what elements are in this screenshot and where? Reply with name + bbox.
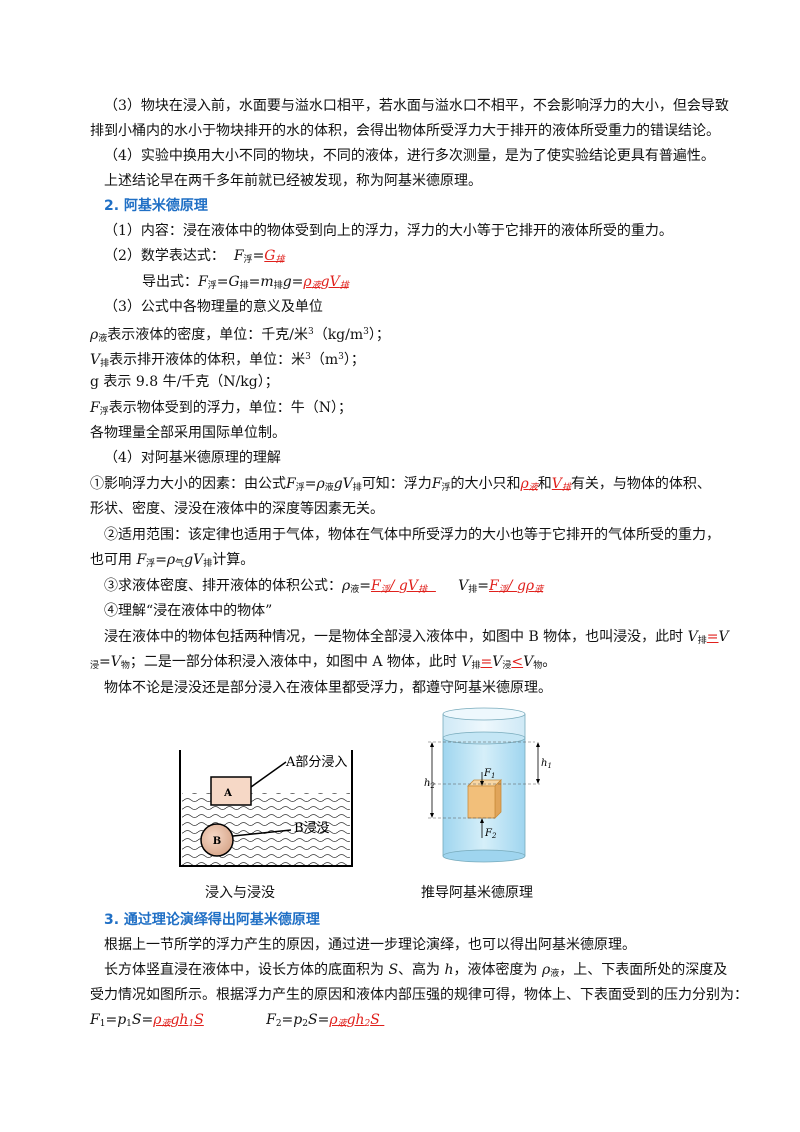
pressure-formulas: F1=p1S=ρ液gh1S F2=p2S=ρ液gh2S — [90, 1010, 384, 1034]
answer-v-formula: F浮/ gρ液 — [489, 578, 544, 595]
derive-label: 导出式： — [142, 274, 198, 290]
answer-equal: = — [706, 629, 719, 645]
paragraph-5: 上述结论早在两千多年前就已经被发现，称为阿基米德原理。 — [104, 173, 482, 189]
leader-b — [232, 829, 292, 837]
understand-2b: 也可用 F浮=ρ气gV排计算。 — [90, 552, 255, 569]
paragraph-3b: 排到小桶内的水小于物块排开的水的体积，会得出物体所受浮力大于排开的液体所受重力的… — [90, 123, 720, 139]
leader-a — [250, 761, 287, 788]
f2-arrow-head — [480, 818, 484, 823]
understand-3: ③求液体密度、排开液体的体积公式：ρ液=F浮/ gV排 V排=F浮/ gρ液 — [104, 578, 544, 595]
answer-rho-g-v: ρ液gV排 — [303, 274, 349, 291]
u1-end: 有关，与物体的体积、 — [570, 476, 711, 492]
figure-immersion: A B A部分浸入 B浸没 — [179, 750, 353, 867]
cube-a-2: 、高为 — [398, 962, 441, 978]
h1-arrow-bottom — [536, 779, 540, 784]
h1-arrow-top — [536, 742, 540, 747]
formula-line: （2）数学表达式： F浮=G排 — [104, 248, 285, 265]
immerse-b: 浸=V物；二是一部分体积浸入液体中，如图中 A 物体，此时 V排=V浸<V物。 — [90, 654, 557, 671]
rho-unit: （kg/m — [313, 327, 364, 343]
immerse-b-text: ；二是一部分体积浸入液体中，如图中 A 物体，此时 — [129, 654, 457, 670]
cube-paragraph-a: 长方体竖直浸在液体中，设长方体的底面积为 S、高为 h，液体密度为 ρ液，上、下… — [104, 962, 728, 979]
u2-b-post: 计算。 — [212, 552, 255, 568]
paragraph-4: （4）实验中换用大小不同的物块，不同的液体，进行多次测量，是为了使实验结论更具有… — [104, 148, 715, 164]
content-line: （1）内容：浸在液体中的物体受到向上的浮力，浮力的大小等于它排开的液体所受的重力… — [104, 223, 673, 239]
immerse-c: 物体不论是浸没还是部分浸入在液体里都受浮力，都遵守阿基米德原理。 — [104, 680, 552, 696]
answer-f2: ρ液gh2S — [329, 1012, 380, 1029]
u1-a: ①影响浮力大小的因素：由公式 — [90, 476, 286, 492]
answer-less: < — [511, 654, 524, 670]
h2-arrow-bottom — [430, 813, 434, 818]
f1-label: F1 — [483, 768, 495, 780]
heading-2: 2. 阿基米德原理 — [104, 198, 208, 214]
block-a-label: A — [223, 788, 232, 799]
figure-immersion-caption: 浸入与浸没 — [205, 885, 275, 901]
understand-4: ④理解“浸在液体中的物体” — [104, 603, 273, 619]
understand-1b: 形状、密度、浸没在液体中的深度等因素无关。 — [90, 501, 384, 517]
u1-mid: 可知：浮力 — [361, 476, 432, 492]
immerse-a: 浸在液体中的物体包括两种情况，一是物体全部浸入液体中，如图中 B 物体，也叫浸没… — [104, 629, 729, 646]
label-a-partial: A部分浸入 — [285, 755, 347, 770]
formula-label: （2）数学表达式： — [104, 248, 225, 264]
label-b-submerged: B浸没 — [294, 821, 330, 836]
understand-title: （4）对阿基米德原理的理解 — [104, 450, 281, 466]
v-text: 表示排开液体的体积，单位：米 — [109, 352, 306, 368]
paragraph-3a: （3）物块在浸入前，水面要与溢水口相平，若水面与溢水口不相平，不会影响浮力的大小… — [104, 98, 729, 114]
figure-derivation: h2 h1 F1 F2 — [424, 707, 552, 863]
heading-3: 3. 通过理论演绎得出阿基米德原理 — [104, 912, 320, 928]
cylinder-top — [442, 707, 526, 721]
block-a — [210, 776, 252, 806]
ball-b-label: B — [213, 836, 221, 847]
h1-label: h1 — [541, 758, 552, 770]
cube-a-1: 长方体竖直浸在液体中，设长方体的底面积为 — [104, 962, 384, 978]
u2-b-pre: 也可用 — [90, 552, 132, 568]
cube-paragraph-b: 受力情况如图所示。根据浮力产生的原因和液体内部压强的规律可得，物体上、下表面受到… — [90, 987, 748, 1003]
ball-b — [200, 823, 234, 857]
immerse-a-text: 浸在液体中的物体包括两种情况，一是物体全部浸入液体中，如图中 B 物体，也叫浸没… — [104, 629, 684, 645]
f1-arrow-head — [480, 781, 484, 786]
u3-text: ③求液体密度、排开液体的体积公式： — [104, 578, 342, 594]
answer-equal-2: = — [480, 654, 493, 670]
v-unit: （m — [310, 352, 339, 368]
answer-rho-formula: F浮/ gV排 — [370, 578, 427, 595]
u1-and: 和 — [537, 476, 552, 492]
si-line: 各物理量全部采用国际单位制。 — [90, 425, 286, 441]
f-text: 表示物体受到的浮力，单位：牛（N）； — [108, 400, 352, 416]
rho-text: 表示液体的密度，单位：千克/米 — [107, 327, 308, 343]
cube-front — [467, 785, 496, 819]
figure-derivation-caption: 推导阿基米德原理 — [421, 885, 533, 901]
derive-line: 导出式：F浮=G排=m排g=ρ液gV排 — [142, 274, 349, 291]
f-line: F浮表示物体受到的浮力，单位：牛（N）； — [90, 400, 352, 417]
cube-a-4: ，上、下表面所处的深度及 — [559, 962, 728, 978]
h2-label: h2 — [424, 778, 435, 790]
h2-arrow-top — [430, 742, 434, 747]
rho-line: ρ液表示液体的密度，单位：千克/米3（kg/m3）； — [90, 327, 390, 344]
answer-f1: ρ液gh1S — [153, 1012, 204, 1029]
answer-g-pai: G排 — [264, 248, 285, 265]
g-line: g 表示 9.8 牛/千克（N/kg）； — [90, 374, 279, 390]
cube-a-3: ，液体密度为 — [453, 962, 538, 978]
f2-label: F2 — [484, 828, 497, 840]
cylinder-bottom — [442, 849, 526, 863]
meaning-title: （3）公式中各物理量的意义及单位 — [104, 299, 323, 315]
understand-2a: ②适用范围：该定律也适用于气体，物体在气体中所受浮力的大小也等于它排开的气体所受… — [104, 527, 720, 543]
answer-v-pai: V排 — [551, 476, 571, 493]
container-outline — [179, 750, 353, 867]
u1-mid2: 的大小只和 — [450, 476, 521, 492]
theory-paragraph: 根据上一节所学的浮力产生的原因，通过进一步理论演绎，也可以得出阿基米德原理。 — [104, 937, 636, 953]
understand-1a: ①影响浮力大小的因素：由公式F浮=ρ液gV排可知：浮力F浮的大小只和ρ液和V排有… — [90, 476, 711, 493]
answer-rho-liquid: ρ液 — [520, 476, 538, 493]
v-line: V排表示排开液体的体积，单位：米3（m3）； — [90, 352, 365, 369]
cube-side — [494, 779, 502, 819]
